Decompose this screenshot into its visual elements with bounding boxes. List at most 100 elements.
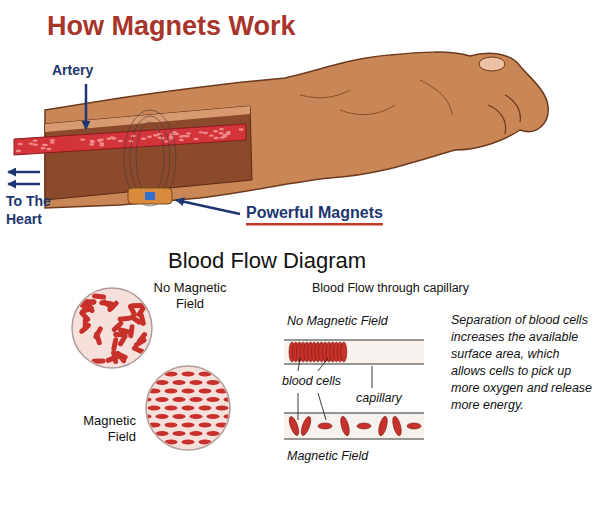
- cells-circle: [72, 288, 152, 368]
- finger-line: [488, 105, 506, 134]
- artery-cell: [18, 143, 23, 145]
- capillary-diagram: [284, 340, 424, 439]
- capillary-ground: [284, 413, 424, 439]
- artery-cell: [141, 138, 146, 140]
- artery-cell: [46, 148, 51, 150]
- artery-cell: [90, 140, 95, 142]
- artery-arrow: [85, 84, 88, 129]
- blood-cell: [339, 415, 351, 436]
- blood-cell: [165, 406, 178, 411]
- skin-crease: [340, 105, 395, 115]
- blood-cell: [165, 389, 178, 394]
- artery-cell: [219, 128, 224, 130]
- blood-cell: [148, 423, 161, 428]
- blood-cell: [199, 372, 212, 377]
- blood-cell: [407, 423, 421, 429]
- magnet: [128, 188, 172, 204]
- blood-cell: [93, 325, 104, 340]
- blood-cell: [207, 380, 220, 385]
- section-subheading: Blood Flow through capillary: [312, 281, 469, 296]
- artery-cell: [42, 144, 47, 146]
- artery-cell: [29, 142, 34, 144]
- arm-illustration: [14, 52, 548, 208]
- blood-cell: [182, 372, 195, 377]
- blood-cell: [156, 380, 169, 385]
- blood-cell: [182, 389, 195, 394]
- blood-cell: [233, 406, 246, 411]
- artery-cell: [186, 132, 191, 134]
- artery-cell: [153, 134, 158, 136]
- artery-cell: [89, 143, 94, 145]
- blood-cell: [216, 389, 229, 394]
- blood-cell: [182, 406, 195, 411]
- capillary-wall: [284, 363, 424, 364]
- field-line: [124, 110, 176, 206]
- blood-cell: [165, 372, 178, 377]
- blood-cell: [92, 293, 107, 300]
- capillary-wall: [284, 438, 424, 439]
- capillary-label: Magnetic Field: [287, 449, 368, 464]
- blood-cell: [224, 380, 237, 385]
- cells-group: [131, 372, 254, 445]
- finger-line: [505, 95, 520, 122]
- blood-cell: [224, 397, 237, 402]
- blood-cell: [207, 431, 220, 436]
- artery-cell: [194, 138, 199, 140]
- blood-cell: [233, 372, 246, 377]
- artery-cell: [118, 140, 123, 142]
- blood-cell: [287, 415, 300, 436]
- artery-cell: [214, 137, 219, 139]
- blood-cell: [318, 423, 332, 429]
- blood-cell: [190, 397, 203, 402]
- field-line: [130, 116, 170, 200]
- blood-cell: [148, 389, 161, 394]
- blood-cell: [173, 380, 186, 385]
- artery-cell: [97, 140, 102, 142]
- blood-cell: [190, 414, 203, 419]
- arm-skin: [45, 52, 548, 208]
- title: How Magnets Work: [47, 10, 296, 42]
- artery-cell: [220, 136, 225, 138]
- cells-group: [77, 293, 148, 364]
- leader-line: [318, 393, 326, 420]
- blood-cell: [233, 389, 246, 394]
- artery-cell: [99, 144, 104, 146]
- part-label: Artery: [52, 62, 93, 79]
- capillary-label: No Magnetic Field: [287, 314, 388, 329]
- part-label: To The Heart: [6, 192, 64, 228]
- blood-cell: [241, 380, 254, 385]
- part-label: Powerful Magnets: [246, 203, 383, 222]
- blood-cell: [216, 423, 229, 428]
- note-text: Separation of blood cells increases the …: [451, 312, 596, 414]
- field-line: [136, 122, 164, 194]
- artery-cell: [43, 144, 48, 146]
- artery-cell: [179, 139, 184, 141]
- blood-cell: [241, 414, 254, 419]
- artery-cell: [213, 130, 218, 132]
- blood-cell: [131, 372, 144, 377]
- blood-cell: [199, 406, 212, 411]
- blood-cell: [182, 423, 195, 428]
- blood-cell: [241, 397, 254, 402]
- blood-cell: [207, 414, 220, 419]
- blood-cell: [83, 317, 88, 331]
- magnet-pole: [145, 192, 155, 200]
- cells-circle: [131, 366, 254, 450]
- blood-cell: [190, 380, 203, 385]
- blood-cell: [165, 423, 178, 428]
- part-label: blood cells: [282, 374, 341, 389]
- section-heading: Blood Flow Diagram: [168, 248, 366, 274]
- thumbnail: [479, 57, 505, 71]
- blood-cell: [156, 431, 169, 436]
- blood-cell: [207, 397, 220, 402]
- blood-cell: [131, 389, 144, 394]
- leader-line: [372, 366, 373, 388]
- flow-arrow: [8, 183, 40, 186]
- artery-cell: [239, 128, 244, 130]
- blood-cell: [224, 414, 237, 419]
- circle-label: Magnetic Field: [52, 413, 136, 444]
- blood-cell: [111, 337, 119, 352]
- magnet-arrow: [176, 200, 240, 214]
- artery-cell: [50, 139, 55, 141]
